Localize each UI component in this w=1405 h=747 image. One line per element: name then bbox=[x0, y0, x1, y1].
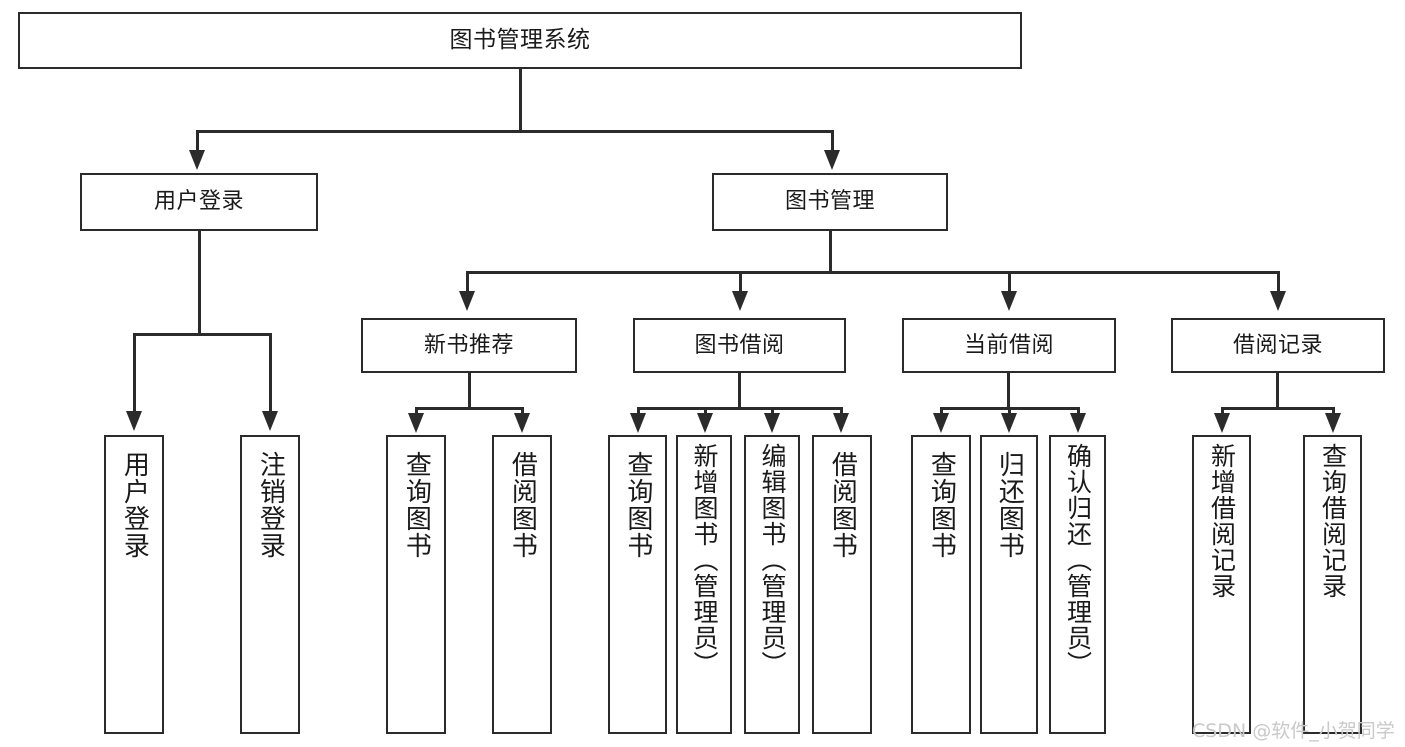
connector-user-login-stem bbox=[198, 231, 201, 335]
connector-borrow-record-left-drop bbox=[1221, 407, 1224, 417]
connector-to-new-book-recommend bbox=[466, 271, 469, 293]
connector-current-borrow-d3 bbox=[1077, 407, 1080, 417]
leaf-borrow-book-1[interactable]: 借阅图书 bbox=[492, 435, 552, 734]
connector-user-login-left-drop bbox=[133, 333, 136, 413]
node-label: 编辑图书（管理员） bbox=[758, 443, 787, 677]
connector-book-borrow-d3 bbox=[771, 407, 774, 417]
connector-root-to-user-login bbox=[196, 130, 199, 152]
connector-new-book-stem bbox=[468, 373, 471, 410]
leaf-query-borrow-record[interactable]: 查询借阅记录 bbox=[1303, 435, 1362, 734]
connector-new-book-right-drop bbox=[521, 407, 524, 417]
arrowhead-leaf-borrow-book-2 bbox=[833, 413, 849, 433]
node-label: 查询图书 bbox=[401, 451, 432, 559]
node-label: 用户登录 bbox=[153, 189, 244, 215]
csdn-watermark: CSDN @软件_小贺同学 bbox=[1192, 716, 1395, 743]
connector-current-borrow-stem bbox=[1007, 373, 1010, 410]
node-label: 确认归还（管理员） bbox=[1063, 443, 1093, 677]
connector-current-borrow-d1 bbox=[940, 407, 943, 417]
arrowhead-to-new-book-recommend bbox=[459, 291, 475, 311]
leaf-confirm-return[interactable]: 确认归还（管理员） bbox=[1049, 435, 1106, 734]
connector-book-borrow-d1 bbox=[637, 407, 640, 417]
connector-new-book-bar bbox=[415, 407, 524, 410]
node-label: 借阅记录 bbox=[1232, 332, 1323, 358]
node-label: 图书借阅 bbox=[694, 332, 785, 358]
arrowhead-to-borrow-record bbox=[1270, 291, 1286, 311]
connector-book-borrow-bar bbox=[637, 407, 843, 410]
connector-root-to-book-manage bbox=[831, 130, 834, 152]
node-new-book-recommend[interactable]: 新书推荐 bbox=[361, 318, 577, 373]
leaf-query-book-1[interactable]: 查询图书 bbox=[386, 435, 446, 734]
connector-user-login-bar bbox=[133, 333, 272, 336]
arrowhead-leaf-query-book-3 bbox=[933, 413, 949, 433]
connector-borrow-record-right-drop bbox=[1332, 407, 1335, 417]
leaf-edit-book[interactable]: 编辑图书（管理员） bbox=[744, 435, 800, 734]
arrowhead-leaf-return-book bbox=[1001, 413, 1017, 433]
arrowhead-to-current-borrow bbox=[1001, 291, 1017, 311]
connector-book-borrow-d2 bbox=[704, 407, 707, 417]
node-user-login[interactable]: 用户登录 bbox=[80, 173, 318, 231]
connector-root-bar bbox=[196, 130, 834, 133]
node-label: 注销登录 bbox=[255, 451, 286, 559]
node-label: 查询图书 bbox=[622, 451, 653, 559]
connector-to-borrow-record bbox=[1277, 271, 1280, 293]
node-book-borrow[interactable]: 图书借阅 bbox=[633, 318, 846, 373]
connector-to-current-borrow bbox=[1008, 271, 1011, 293]
arrowhead-leaf-confirm-return bbox=[1070, 413, 1086, 433]
node-label: 归还图书 bbox=[994, 451, 1025, 559]
leaf-query-book-2[interactable]: 查询图书 bbox=[608, 435, 667, 734]
connector-book-manage-bar bbox=[466, 271, 1280, 274]
node-label: 图书管理 bbox=[784, 189, 875, 215]
leaf-logout-login[interactable]: 注销登录 bbox=[240, 435, 300, 734]
node-label: 图书管理系统 bbox=[449, 27, 591, 54]
connector-root-stem bbox=[519, 69, 522, 132]
connector-to-book-borrow bbox=[739, 271, 742, 293]
arrowhead-leaf-add-borrow-record bbox=[1214, 413, 1230, 433]
arrowhead-leaf-logout-login bbox=[262, 411, 278, 431]
node-label: 新书推荐 bbox=[423, 332, 514, 358]
leaf-add-book[interactable]: 新增图书（管理员） bbox=[676, 435, 732, 734]
connector-new-book-left-drop bbox=[415, 407, 418, 417]
node-label: 用户登录 bbox=[119, 451, 150, 559]
arrowhead-leaf-borrow-book-1 bbox=[514, 413, 530, 433]
connector-current-borrow-d2 bbox=[1008, 407, 1011, 417]
node-root-system[interactable]: 图书管理系统 bbox=[18, 12, 1022, 69]
connector-book-borrow-stem bbox=[738, 373, 741, 410]
arrowhead-leaf-query-book-1 bbox=[408, 413, 424, 433]
leaf-return-book[interactable]: 归还图书 bbox=[980, 435, 1038, 734]
connector-user-login-right-drop bbox=[269, 333, 272, 413]
arrowhead-to-user-login bbox=[189, 150, 205, 170]
arrowhead-leaf-add-book bbox=[697, 413, 713, 433]
leaf-borrow-book-2[interactable]: 借阅图书 bbox=[812, 435, 872, 734]
connector-borrow-record-stem bbox=[1276, 373, 1279, 410]
leaf-add-borrow-record[interactable]: 新增借阅记录 bbox=[1192, 435, 1251, 734]
node-label: 当前借阅 bbox=[963, 332, 1054, 358]
connector-book-manage-stem bbox=[829, 231, 832, 273]
connector-borrow-record-bar bbox=[1221, 407, 1335, 410]
node-label: 借阅图书 bbox=[827, 451, 858, 559]
node-label: 借阅图书 bbox=[507, 451, 538, 559]
leaf-user-login[interactable]: 用户登录 bbox=[104, 435, 164, 734]
node-label: 查询图书 bbox=[926, 451, 957, 559]
arrowhead-leaf-edit-book bbox=[764, 413, 780, 433]
node-borrow-record[interactable]: 借阅记录 bbox=[1171, 318, 1385, 373]
arrowhead-leaf-user-login bbox=[126, 411, 142, 431]
connector-book-borrow-d4 bbox=[840, 407, 843, 417]
leaf-query-book-3[interactable]: 查询图书 bbox=[911, 435, 971, 734]
watermark-text: CSDN @软件_小贺同学 bbox=[1192, 720, 1395, 742]
node-book-manage[interactable]: 图书管理 bbox=[712, 173, 948, 231]
arrowhead-to-book-manage bbox=[824, 150, 840, 170]
node-label: 查询借阅记录 bbox=[1318, 443, 1348, 599]
node-label: 新增借阅记录 bbox=[1207, 443, 1237, 599]
arrowhead-leaf-query-book-2 bbox=[630, 413, 646, 433]
arrowhead-to-book-borrow bbox=[732, 291, 748, 311]
arrowhead-leaf-query-borrow-record bbox=[1325, 413, 1341, 433]
node-label: 新增图书（管理员） bbox=[690, 443, 719, 677]
node-current-borrow[interactable]: 当前借阅 bbox=[902, 318, 1116, 373]
